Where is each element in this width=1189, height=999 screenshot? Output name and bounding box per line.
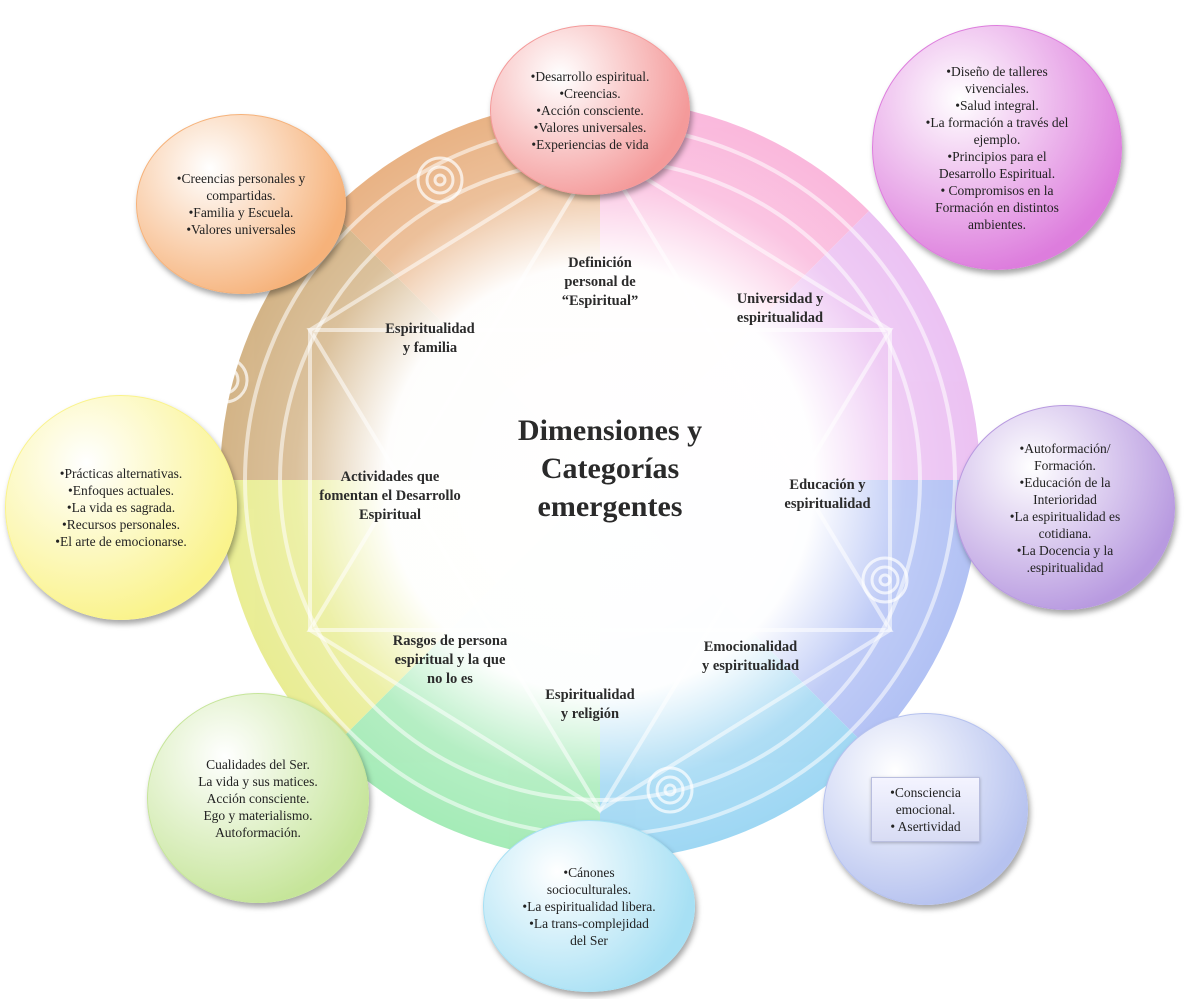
category-line: personal de bbox=[564, 274, 636, 290]
bubble-right: •Autoformación/ Formación. •Educación de… bbox=[955, 405, 1175, 610]
bubble-line: Desarrollo Espiritual. bbox=[938, 165, 1056, 181]
bubble-line: •Diseño de talleres bbox=[946, 63, 1048, 79]
bubble-line: •Consciencia bbox=[890, 784, 961, 800]
category-line: fomentan el Desarrollo bbox=[319, 488, 461, 504]
category-line: Universidad y bbox=[736, 291, 824, 307]
bubble-line: •La Docencia y la bbox=[1016, 542, 1114, 558]
bubble-line: ambientes. bbox=[967, 216, 1027, 232]
category-definicion: Definición personal de “Espiritual” bbox=[540, 254, 660, 311]
bubble-line: del Ser bbox=[570, 932, 608, 948]
bubble-line: •Creencias. bbox=[559, 85, 621, 101]
bubble-line: Acción consciente. bbox=[206, 790, 310, 806]
bubble-line: • Compromisos en la bbox=[940, 182, 1054, 198]
diagram-title: Dimensiones y Categorías emergentes bbox=[470, 412, 750, 526]
category-educacion: Educación y espiritualidad bbox=[765, 476, 890, 514]
category-familia: Espiritualidad y familia bbox=[360, 320, 500, 358]
bubble-line: Ego y materialismo. bbox=[203, 807, 313, 823]
bubble-line: • Asertividad bbox=[890, 818, 961, 834]
category-line: “Espiritual” bbox=[561, 293, 639, 309]
bubble-bottom-right: •Consciencia emocional. • Asertividad bbox=[823, 713, 1028, 905]
bubble-line: •Acción consciente. bbox=[536, 102, 644, 118]
bubble-line: •La espiritualidad libera. bbox=[522, 898, 656, 914]
category-line: Actividades que bbox=[340, 469, 440, 485]
category-universidad: Universidad y espiritualidad bbox=[710, 290, 850, 328]
bubble-line: •Principios para el bbox=[947, 148, 1047, 164]
bubble-line: socioculturales. bbox=[546, 881, 632, 897]
category-religion: Espiritualidad y religión bbox=[530, 686, 650, 724]
category-line: Definición bbox=[568, 255, 632, 271]
bubble-line: •Valores universales bbox=[186, 222, 296, 237]
bubble-line: •El arte de emocionarse. bbox=[55, 534, 187, 549]
category-line: Espiritual bbox=[358, 507, 422, 523]
category-line: y espiritualidad bbox=[701, 658, 800, 674]
bubble-top: •Desarrollo espiritual. •Creencias. •Acc… bbox=[490, 25, 690, 195]
title-line: Categorías bbox=[540, 452, 680, 485]
category-actividades: Actividades que fomentan el Desarrollo E… bbox=[290, 468, 490, 525]
bubble-line: •Educación de la bbox=[1019, 474, 1111, 490]
bubble-bottom: •Cánones socioculturales. •La espiritual… bbox=[483, 820, 695, 992]
bubble-line: •Experiencias de vida bbox=[531, 136, 649, 152]
category-line: Espiritualidad bbox=[385, 321, 475, 337]
category-line: espiritualidad bbox=[784, 496, 871, 512]
bubble-line: La vida y sus matices. bbox=[198, 773, 318, 789]
category-emocionalidad: Emocionalidad y espiritualidad bbox=[683, 638, 818, 676]
bubble-line: Formación en distintos bbox=[935, 199, 1059, 215]
bubble-line: Autoformación. bbox=[215, 824, 301, 840]
bubble-line: ejemplo. bbox=[973, 131, 1021, 147]
bubble-line: •Prácticas alternativas. bbox=[59, 466, 183, 481]
bubble-line: Formación. bbox=[1034, 457, 1096, 473]
bubble-line: •La vida es sagrada. bbox=[66, 500, 176, 515]
bubble-line: compartidas. bbox=[206, 188, 276, 203]
category-line: espiritualidad bbox=[736, 310, 824, 326]
bubble-bottom-left: Cualidades del Ser. La vida y sus matice… bbox=[147, 693, 369, 903]
bubble-line: .espiritualidad bbox=[1026, 559, 1104, 575]
category-line: Espiritualidad bbox=[545, 687, 635, 703]
bubble-line: •Desarrollo espiritual. bbox=[530, 68, 650, 84]
title-line: Dimensiones y bbox=[517, 414, 703, 447]
bubble-line: cotidiana. bbox=[1038, 525, 1092, 541]
category-line: y religión bbox=[560, 706, 620, 722]
bubble-line: vivenciales. bbox=[964, 80, 1030, 96]
category-line: no lo es bbox=[427, 671, 473, 687]
bubble-line: •La espiritualidad es bbox=[1009, 508, 1121, 524]
bubble-line: •La trans-complejidad bbox=[529, 915, 649, 931]
bubble-line: •La formación a través del bbox=[925, 114, 1069, 130]
bubble-line: Interioridad bbox=[1033, 491, 1097, 507]
bubble-line: •Familia y Escuela. bbox=[188, 205, 294, 220]
bubble-line: •Creencias personales y bbox=[176, 171, 306, 186]
category-line: y familia bbox=[402, 340, 458, 356]
bubble-line: •Autoformación/ bbox=[1019, 440, 1111, 456]
category-line: Emocionalidad bbox=[703, 639, 798, 655]
category-rasgos: Rasgos de persona espiritual y la que no… bbox=[370, 632, 530, 689]
bubble-line: emocional. bbox=[895, 801, 956, 817]
bubble-top-right: •Diseño de talleres vivenciales. •Salud … bbox=[872, 25, 1122, 270]
wheel-center-fade bbox=[210, 90, 990, 870]
bubble-line: •Enfoques actuales. bbox=[68, 483, 174, 498]
category-line: Educación y bbox=[789, 477, 866, 493]
bubble-line: •Valores universales. bbox=[533, 119, 647, 135]
bubble-line: •Recursos personales. bbox=[62, 517, 180, 532]
bubble-line: Cualidades del Ser. bbox=[206, 756, 310, 772]
category-line: espiritual y la que bbox=[394, 652, 506, 668]
bubble-line: •Salud integral. bbox=[955, 97, 1039, 113]
bubble-top-left: •Creencias personales y compartidas. •Fa… bbox=[136, 114, 346, 294]
bubble-line: •Cánones bbox=[563, 864, 615, 880]
bubble-inner-box: •Consciencia emocional. • Asertividad bbox=[871, 776, 980, 842]
bubble-left: •Prácticas alternativas. •Enfoques actua… bbox=[5, 395, 237, 620]
title-line: emergentes bbox=[537, 490, 683, 523]
category-line: Rasgos de persona bbox=[392, 633, 508, 649]
